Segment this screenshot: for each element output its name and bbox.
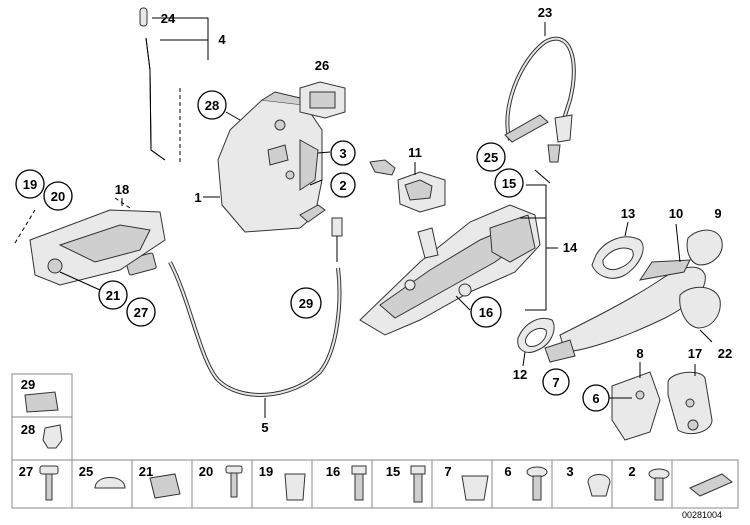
callout-14: 14 (563, 240, 578, 255)
callout-2: 2 (339, 178, 346, 193)
release-cable-23 (504, 36, 576, 163)
plug-25-icon (94, 477, 126, 489)
legend-label-16: 16 (326, 464, 340, 479)
cover-cap-9 (686, 229, 723, 266)
callout-12: 12 (513, 367, 527, 382)
clip-26 (299, 81, 346, 119)
callout-10: 10 (669, 206, 683, 221)
plug-19-icon (284, 473, 306, 501)
callout-5: 5 (261, 420, 268, 435)
callout-24: 24 (161, 11, 176, 26)
callout-13: 13 (621, 206, 635, 221)
callout-1: 1 (194, 190, 201, 205)
callout-9: 9 (714, 206, 721, 221)
legend-label-25: 25 (79, 464, 93, 479)
callout-6: 6 (592, 391, 599, 406)
nut-21-icon (149, 473, 181, 499)
plug-3-icon (587, 474, 611, 497)
callout-11: 11 (408, 145, 422, 160)
callout-19: 19 (23, 177, 37, 192)
clip-icon (42, 424, 63, 449)
outer-door-handle (544, 259, 706, 363)
bracket-8 (611, 371, 661, 441)
callout-21: 21 (106, 288, 120, 303)
callout-26: 26 (315, 58, 329, 73)
callout-16: 16 (479, 305, 493, 320)
bolt-15-icon (410, 465, 426, 503)
callout-23: 23 (538, 5, 552, 20)
screw-2-icon (648, 468, 670, 501)
callout-22: 22 (718, 346, 732, 361)
screw-27-icon (39, 465, 59, 501)
gasket-13 (591, 236, 644, 279)
reference-number: 00281004 (682, 510, 722, 520)
arrow-icon (689, 473, 733, 497)
screw-20-icon (225, 465, 243, 498)
plate-17 (667, 371, 713, 435)
legend-label-2: 2 (628, 464, 635, 479)
legend-label-29: 29 (21, 377, 35, 392)
legend-label-3: 3 (566, 464, 573, 479)
lock-rod (139, 7, 166, 161)
legend-label-7: 7 (444, 464, 451, 479)
callout-25: 25 (484, 150, 498, 165)
patch-icon (24, 391, 59, 413)
switch-11 (369, 159, 446, 213)
legend-label-6: 6 (504, 464, 511, 479)
legend-label-28: 28 (21, 422, 35, 437)
callout-4: 4 (218, 32, 226, 47)
callout-17: 17 (688, 346, 702, 361)
plug-7-icon (461, 475, 489, 501)
callout-8: 8 (636, 346, 643, 361)
callout-20: 20 (51, 189, 65, 204)
callout-29: 29 (299, 296, 313, 311)
cover-cap-22 (679, 286, 721, 329)
callout-3: 3 (339, 146, 346, 161)
legend-label-27: 27 (19, 464, 33, 479)
door-lock (217, 91, 326, 233)
gasket-12 (517, 317, 555, 353)
callout-27: 27 (134, 305, 148, 320)
legend-label-15: 15 (386, 464, 400, 479)
screw-6-icon (526, 466, 548, 501)
legend-label-19: 19 (259, 464, 273, 479)
callout-7: 7 (552, 375, 559, 390)
bolt-16-icon (351, 465, 367, 501)
handle-cover-18 (29, 209, 166, 286)
legend-label-20: 20 (199, 464, 213, 479)
legend-label-21: 21 (139, 464, 153, 479)
callout-18: 18 (115, 182, 129, 197)
callout-28: 28 (205, 98, 219, 113)
handle-carrier (359, 204, 541, 336)
callout-15: 15 (502, 176, 516, 191)
